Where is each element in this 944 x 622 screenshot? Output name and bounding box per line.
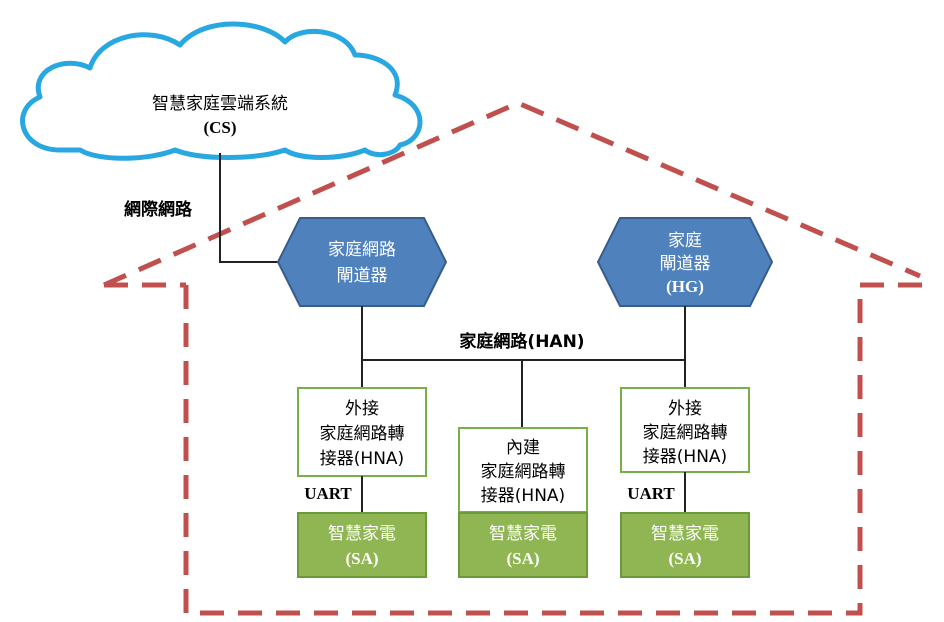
sa-right: 智慧家電 (SA) [620,512,750,578]
sa-left: 智慧家電 (SA) [297,512,427,578]
sa-mid-box [458,512,588,578]
hna-mid: 內建 家庭網路轉 接器(HNA) [458,427,588,513]
internet-label: 網際網路 [124,199,193,220]
hna-right-line3: 接器(HNA) [643,447,727,467]
sa-right-line2: (SA) [668,549,701,568]
house-outline [102,100,930,616]
hna-right-line2: 家庭網路轉 [643,423,728,443]
uart-left-label: UART [304,484,352,503]
hna-mid-line2: 家庭網路轉 [481,462,566,482]
hna-left-line2: 家庭網路轉 [320,424,405,444]
hna-right: 外接 家庭網路轉 接器(HNA) [620,387,750,473]
hna-right-line1: 外接 [668,399,702,419]
hna-left-box [297,387,427,477]
hna-left-line1: 外接 [345,399,379,419]
gateway-right-line1: 家庭 [668,231,702,251]
cloud-title: 智慧家庭雲端系統 [152,94,288,114]
gateway-left-line1: 家庭網路 [328,240,396,260]
gateway-right-line2: 閘道器 [660,254,711,274]
hna-mid-line1: 內建 [506,438,540,458]
sa-mid-line1: 智慧家電 [489,524,557,544]
cloud-subtitle: (CS) [203,118,236,137]
hna-left: 外接 家庭網路轉 接器(HNA) [297,387,427,477]
internet-link [219,153,280,263]
house-body [183,285,863,616]
sa-mid: 智慧家電 (SA) [458,512,588,578]
house-roof [102,100,921,288]
sa-left-line2: (SA) [345,549,378,568]
gateway-right-line3: (HG) [666,277,704,296]
cloud-outline [20,21,423,161]
uart-right-label: UART [627,484,675,503]
gateway-left: 家庭網路 閘道器 [276,217,448,307]
han-bus [361,306,686,428]
hna-left-line3: 接器(HNA) [320,449,404,469]
sa-left-box [297,512,427,578]
sa-left-line1: 智慧家電 [328,524,396,544]
gateway-right-shape [596,217,774,307]
han-label: 家庭網路(HAN) [459,331,584,352]
sa-right-line1: 智慧家電 [651,524,719,544]
gateway-left-line2: 閘道器 [337,266,388,286]
sa-mid-line2: (SA) [506,549,539,568]
gateway-left-shape [276,217,448,307]
hna-mid-line3: 接器(HNA) [481,486,565,506]
cloud-shape: 智慧家庭雲端系統 (CS) [20,21,423,161]
sa-right-box [620,512,750,578]
gateway-right: 家庭 閘道器 (HG) [596,217,774,307]
